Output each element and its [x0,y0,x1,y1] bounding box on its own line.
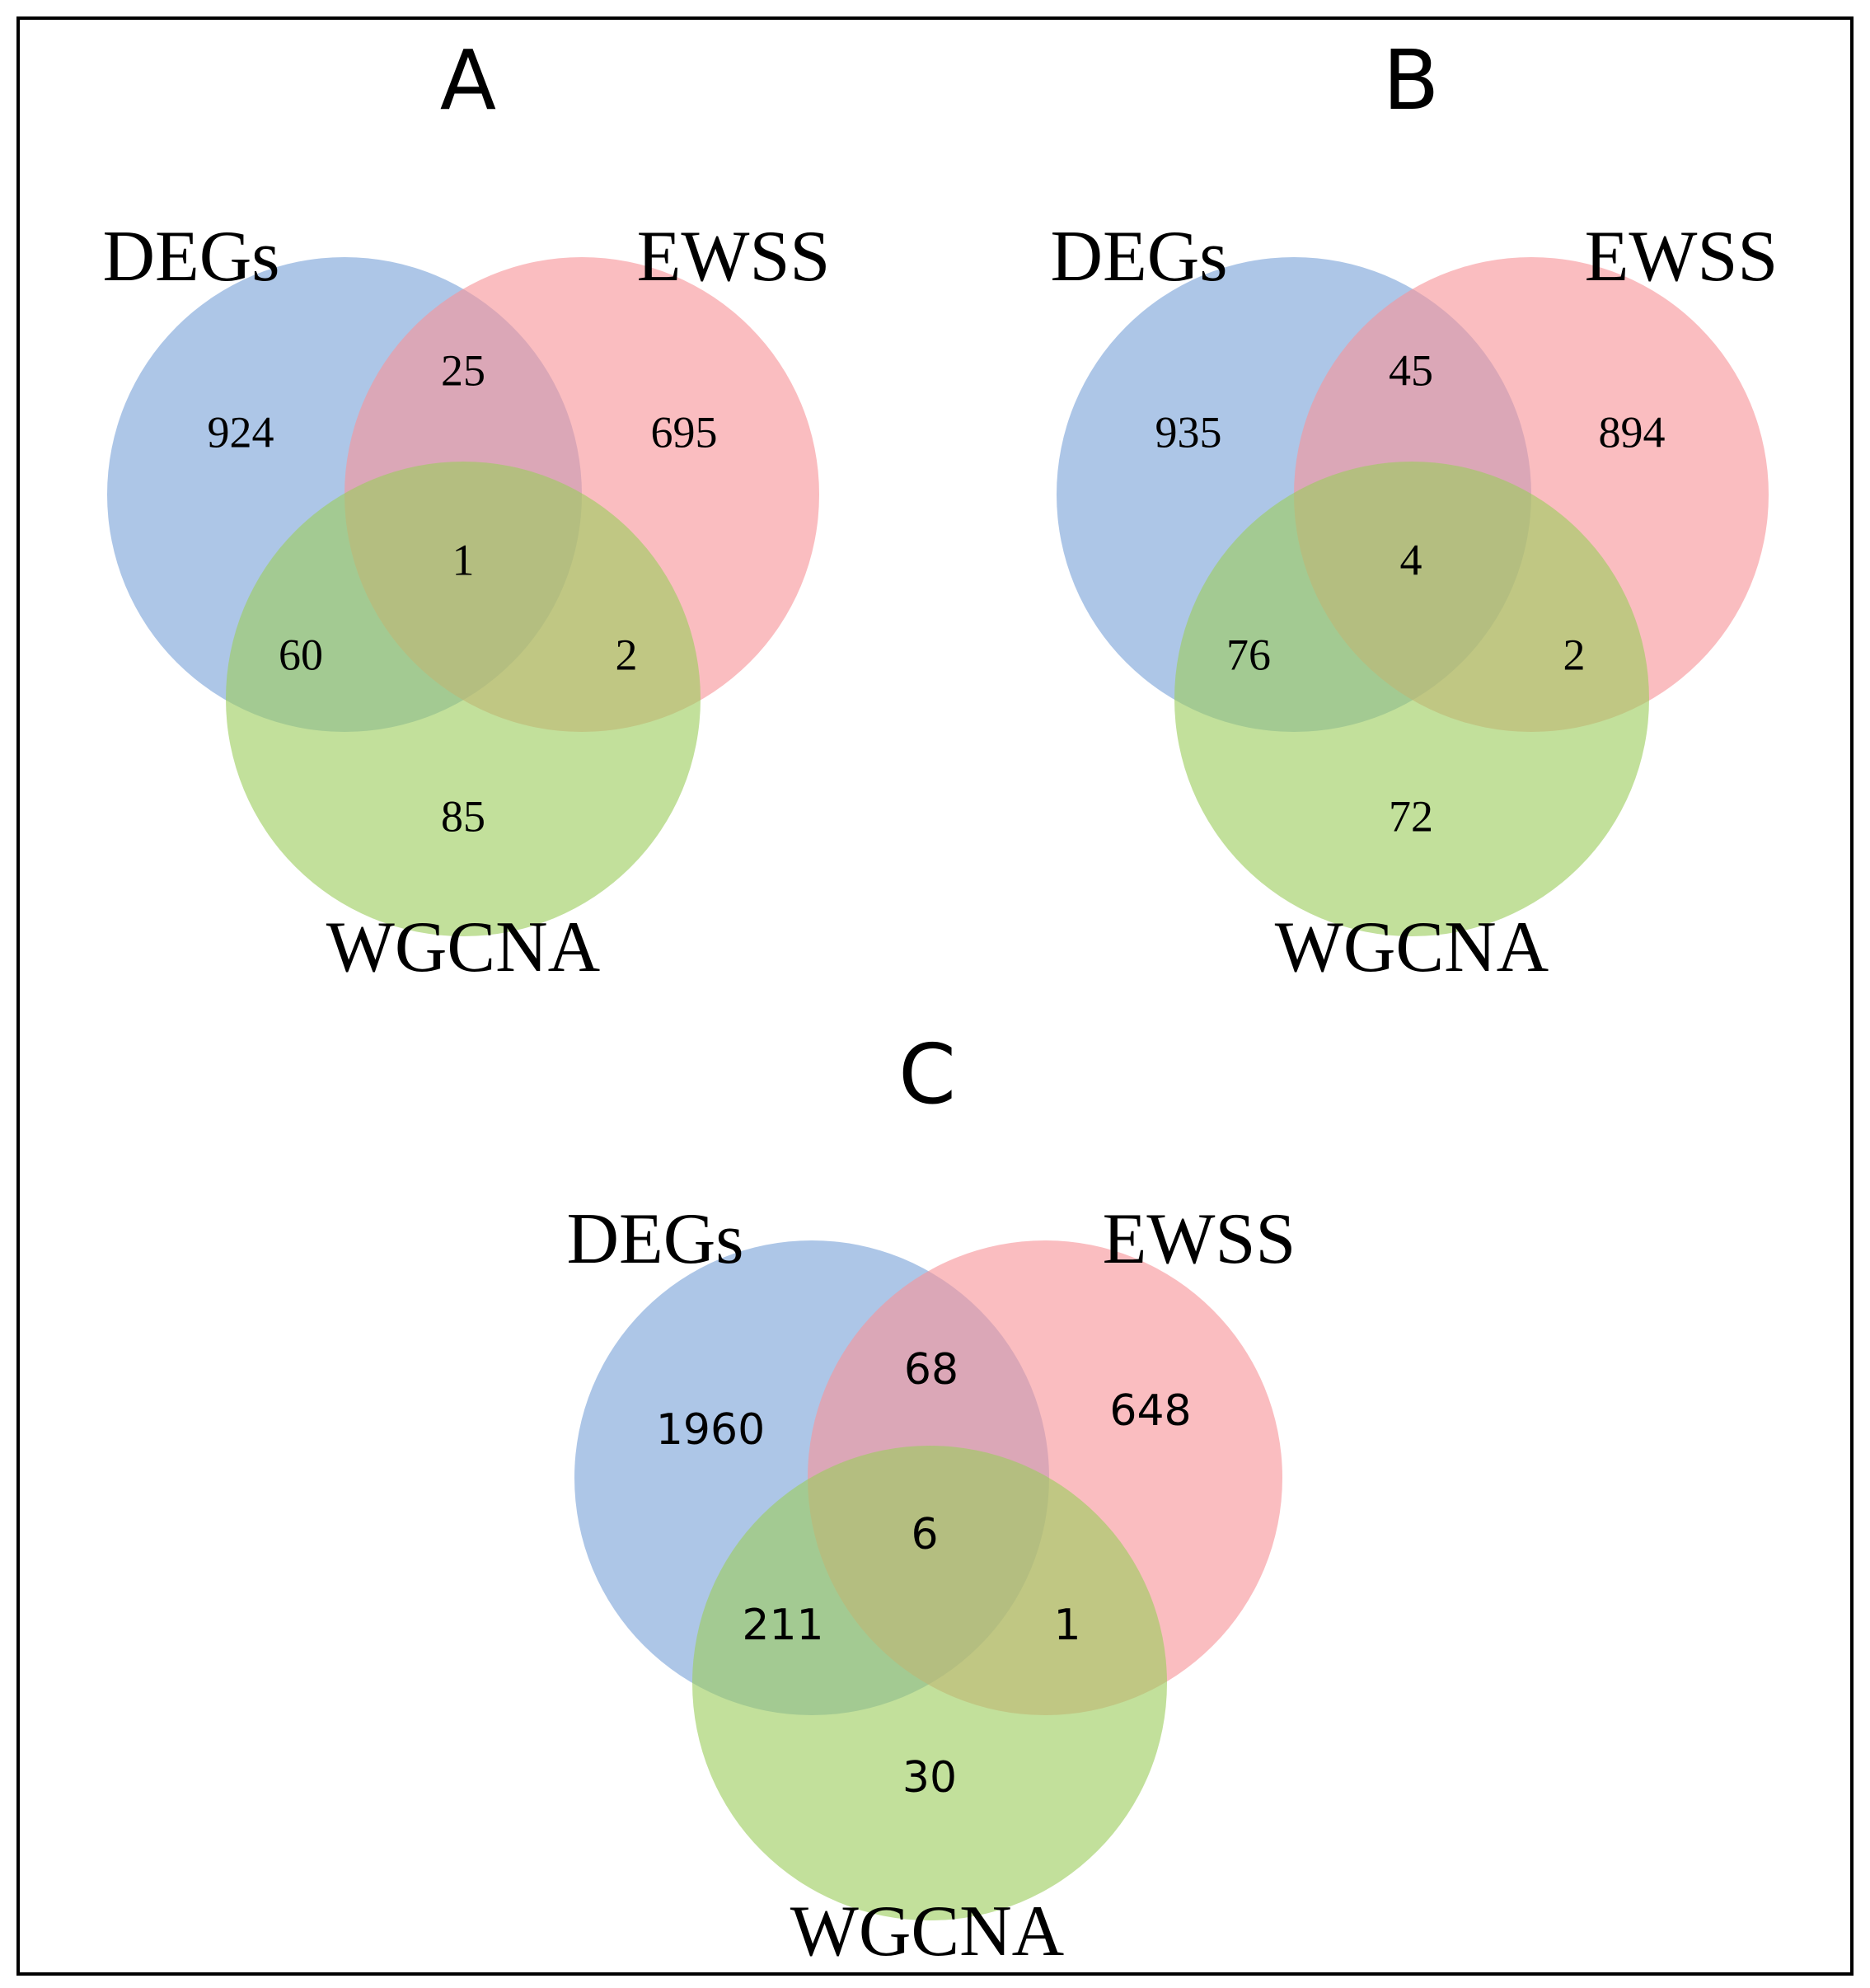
count-abc: 6 [911,1510,938,1559]
set-c-circle [692,1446,1167,1920]
set-c-label: WGCNA [1275,907,1549,987]
count-ac: 76 [1226,630,1271,679]
set-b-label: EWSS [1585,217,1779,297]
set-b-label: EWSS [1103,1199,1296,1279]
count-a-only: 935 [1155,407,1222,457]
set-c-circle [226,462,701,936]
count-ac: 211 [742,1601,823,1650]
count-c-only: 72 [1389,791,1433,841]
set-a-label: DEGs [1050,217,1227,297]
panel-letter: B [1383,32,1440,129]
count-abc: 1 [452,535,475,584]
count-a-only: 1960 [656,1405,765,1455]
count-abc: 4 [1400,535,1422,584]
count-bc: 2 [1563,630,1586,679]
count-bc: 1 [1053,1601,1080,1650]
count-ab: 45 [1389,345,1433,395]
set-c-label: WGCNA [326,907,600,987]
count-c-only: 30 [902,1753,957,1803]
count-ab: 68 [904,1345,958,1395]
count-b-only: 695 [651,407,718,457]
figure-frame [16,16,1854,1976]
set-a-label: DEGs [102,217,279,297]
set-b-label: EWSS [637,217,831,297]
count-b-only: 648 [1109,1386,1191,1436]
count-c-only: 85 [441,791,485,841]
count-a-only: 924 [208,407,274,457]
set-c-circle [1174,462,1649,936]
count-bc: 2 [616,630,638,679]
count-ab: 25 [441,345,485,395]
set-a-label: DEGs [566,1199,743,1279]
set-c-label: WGCNA [790,1892,1064,1972]
count-ac: 60 [279,630,323,679]
panel-letter: C [898,1026,956,1123]
count-b-only: 894 [1599,407,1666,457]
panel-letter: A [440,32,496,129]
